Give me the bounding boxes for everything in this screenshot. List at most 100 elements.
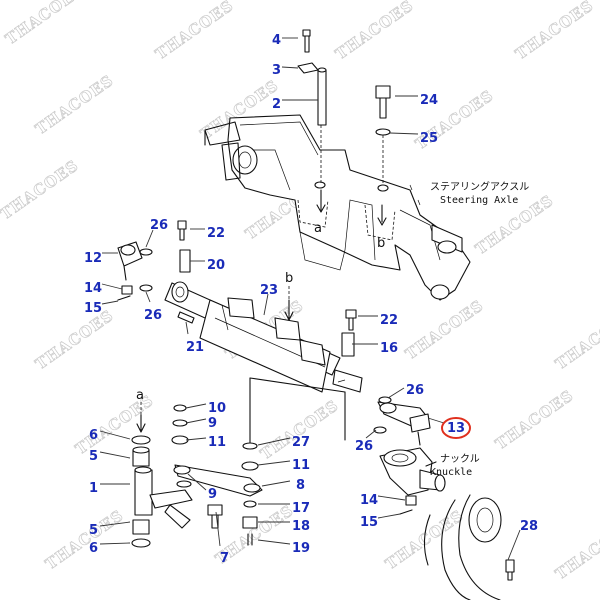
bushing-5-bottom (132, 519, 150, 535)
steering-axle-label-jp: ステアリングアクスル (430, 180, 529, 193)
washer-6-top (131, 435, 151, 445)
callout-1[interactable]: 1 (89, 481, 98, 496)
ref-a-top: a (314, 221, 322, 236)
watermark-text: THACOES (152, 0, 237, 63)
leader-line-26 (145, 291, 151, 303)
callout-6[interactable]: 6 (89, 428, 98, 443)
washer-3 (297, 62, 319, 74)
callout-9[interactable]: 9 (208, 416, 217, 431)
callout-13[interactable]: 13 (447, 421, 465, 436)
callout-11[interactable]: 11 (208, 435, 226, 450)
shim-9-top (172, 419, 188, 427)
leader-line-28 (507, 529, 521, 561)
nut-14-left (121, 285, 133, 295)
bolt-7 (207, 504, 223, 529)
cotter-15-right (399, 509, 413, 515)
cotter-15-left (117, 295, 131, 301)
washer-26-right-top (378, 396, 392, 404)
callout-26[interactable]: 26 (406, 383, 424, 398)
callout-15[interactable]: 15 (84, 301, 102, 316)
knuckle-label-jp: ナックル (440, 453, 480, 465)
callout-27[interactable]: 27 (292, 435, 310, 450)
callout-26[interactable]: 26 (355, 439, 373, 454)
leader-line-26 (145, 229, 154, 248)
callout-11[interactable]: 11 (292, 458, 310, 473)
callout-2[interactable]: 2 (272, 97, 281, 112)
washer-26-left-bottom (139, 284, 153, 292)
watermark-text: THACOES (2, 0, 87, 48)
watermark-text: THACOES (552, 516, 600, 583)
knuckle-label-en: Knuckle (430, 467, 472, 478)
ref-a-left: a (136, 388, 144, 403)
washer-26-right-bottom (373, 426, 387, 434)
leader-line-13 (427, 417, 445, 424)
callout-5[interactable]: 5 (89, 523, 98, 538)
watermark-text: THACOES (32, 71, 117, 138)
callout-26[interactable]: 26 (144, 308, 162, 323)
leader-line-6 (99, 542, 131, 545)
callout-23[interactable]: 23 (260, 283, 278, 298)
leader-line-9 (187, 473, 207, 491)
callout-4[interactable]: 4 (272, 33, 281, 48)
link-8 (173, 464, 263, 497)
callout-5[interactable]: 5 (89, 449, 98, 464)
callout-10[interactable]: 10 (208, 401, 226, 416)
watermark-text: THACOES (402, 296, 487, 363)
pin-21 (177, 311, 195, 324)
callout-9[interactable]: 9 (208, 487, 217, 502)
cylinder-drop-line-3 (249, 377, 346, 393)
callout-28[interactable]: 28 (520, 519, 538, 534)
washer-25 (375, 128, 391, 136)
bushing-11-left (171, 435, 189, 445)
callout-19[interactable]: 19 (292, 541, 310, 556)
leader-line-5 (99, 521, 131, 527)
callout-7[interactable]: 7 (220, 551, 229, 566)
watermark-text: THACOES (42, 506, 127, 573)
leader-line-25 (389, 132, 419, 135)
leader-line-5 (99, 451, 131, 459)
leader-line-7 (215, 511, 221, 547)
bolt-22-right (345, 309, 357, 331)
callout-17[interactable]: 17 (292, 501, 310, 516)
stud-19 (247, 533, 253, 546)
watermark-text: THACOES (0, 156, 82, 223)
callout-22[interactable]: 22 (207, 226, 225, 241)
callout-14[interactable]: 14 (360, 493, 378, 508)
knuckle (379, 447, 446, 496)
bolt-4 (302, 29, 311, 53)
leader-line-9 (185, 418, 207, 424)
callout-15[interactable]: 15 (360, 515, 378, 530)
washer-6-bottom (131, 538, 151, 548)
callout-6[interactable]: 6 (89, 541, 98, 556)
callout-25[interactable]: 25 (420, 131, 438, 146)
shim-9-bottom (176, 480, 192, 488)
callout-8[interactable]: 8 (296, 478, 305, 493)
leader-line-21 (185, 321, 189, 335)
callout-22[interactable]: 22 (380, 313, 398, 328)
bolt-22-left (177, 220, 187, 241)
bushing-11-right (241, 461, 259, 471)
callout-18[interactable]: 18 (292, 519, 310, 534)
ref-b-center: b (285, 271, 293, 286)
callout-3[interactable]: 3 (272, 63, 281, 78)
callout-20[interactable]: 20 (207, 258, 225, 273)
callout-14[interactable]: 14 (84, 281, 102, 296)
washer-17 (243, 500, 257, 508)
leader-line-3 (281, 66, 299, 69)
washer-27 (242, 442, 258, 450)
callout-16[interactable]: 16 (380, 341, 398, 356)
leader-line-14 (101, 283, 123, 290)
leader-line-6 (99, 430, 131, 440)
leader-line-14 (377, 495, 406, 501)
callout-21[interactable]: 21 (186, 340, 204, 355)
callout-24[interactable]: 24 (420, 93, 438, 108)
washer-10 (173, 404, 187, 412)
tie-rod-end-12 (117, 241, 143, 281)
highlight-ring-13 (441, 417, 471, 439)
steering-axle-label-en: Steering Axle (440, 195, 518, 206)
callout-26[interactable]: 26 (150, 218, 168, 233)
washer-26-left-top (139, 248, 153, 256)
leader-line-11 (185, 437, 207, 441)
callout-12[interactable]: 12 (84, 251, 102, 266)
